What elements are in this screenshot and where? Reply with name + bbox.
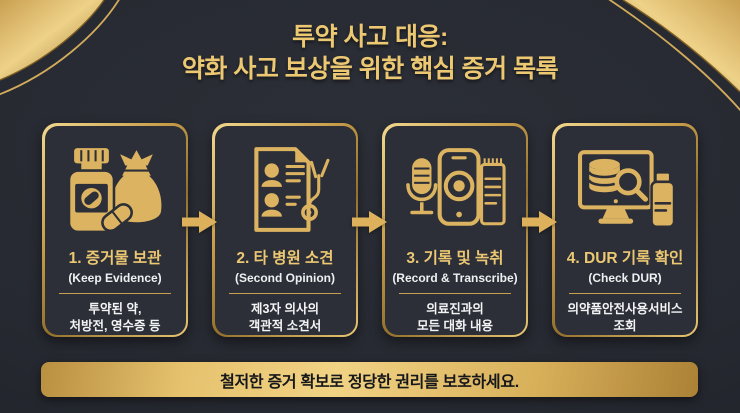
card-divider bbox=[229, 293, 341, 294]
card-subtitle-english: (Second Opinion) bbox=[235, 271, 335, 285]
card-subtitle-english: (Keep Evidence) bbox=[68, 271, 162, 285]
evidence-card-record-transcribe: 3. 기록 및 녹취 (Record & Transcribe) 의료진과의 모… bbox=[382, 123, 528, 337]
title-line-1: 투약 사고 대응: bbox=[292, 23, 448, 51]
evidence-card-keep-evidence: 1. 증거물 보관 (Keep Evidence) 투약된 약, 처방전, 영수… bbox=[42, 123, 188, 337]
card-description-line-2: 객관적 소견서 bbox=[248, 318, 322, 333]
card-subtitle-english: (Check DUR) bbox=[588, 271, 662, 285]
card-description: 의료진과의 모든 대화 내용 bbox=[417, 301, 493, 335]
card-description-line-1: 제3자 의사의 bbox=[251, 302, 319, 316]
footer-banner: 철저한 증거 확보로 정당한 권리를 보호하세요. bbox=[41, 362, 698, 397]
card-surface: 1. 증거물 보관 (Keep Evidence) 투약된 약, 처방전, 영수… bbox=[44, 125, 186, 335]
card-description-line-2: 처방전, 영수증 등 bbox=[69, 318, 161, 333]
monitor-database-magnifier-icon bbox=[573, 140, 677, 242]
evidence-card-check-dur: 4. DUR 기록 확인 (Check DUR) 의약품안전사용서비스 조회 bbox=[552, 123, 698, 337]
card-divider bbox=[569, 293, 681, 294]
flow-arrow-icon bbox=[522, 211, 557, 233]
evidence-steps-row: 1. 증거물 보관 (Keep Evidence) 투약된 약, 처방전, 영수… bbox=[42, 123, 698, 337]
footer-banner-message: 철저한 증거 확보로 정당한 권리를 보호하세요. bbox=[220, 373, 519, 391]
card-description: 투약된 약, 처방전, 영수증 등 bbox=[70, 301, 161, 335]
card-title: 1. 증거물 보관 bbox=[68, 250, 162, 267]
card-surface: 4. DUR 기록 확인 (Check DUR) 의약품안전사용서비스 조회 bbox=[554, 125, 696, 335]
card-description: 제3자 의사의 객관적 소견서 bbox=[249, 301, 321, 335]
doctor-report-stethoscope-icon bbox=[233, 140, 337, 242]
page-title: 투약 사고 대응: 약화 사고 보상을 위한 핵심 증거 목록 bbox=[0, 21, 740, 85]
flow-arrow-icon bbox=[352, 211, 387, 233]
card-title: 2. 타 병원 소견 bbox=[236, 250, 334, 267]
card-surface: 3. 기록 및 녹취 (Record & Transcribe) 의료진과의 모… bbox=[384, 125, 526, 335]
card-title: 4. DUR 기록 확인 bbox=[566, 250, 684, 267]
flow-arrow-icon bbox=[182, 211, 217, 233]
pill-bottle-pouch-icon bbox=[63, 140, 167, 242]
card-divider bbox=[399, 293, 511, 294]
title-line-2: 약화 사고 보상을 위한 핵심 증거 목록 bbox=[181, 55, 559, 83]
card-description-line-2: 조회 bbox=[613, 318, 637, 333]
card-subtitle-english: (Record & Transcribe) bbox=[392, 271, 518, 285]
evidence-card-second-opinion: 2. 타 병원 소견 (Second Opinion) 제3자 의사의 객관적 … bbox=[212, 123, 358, 337]
card-description-line-1: 투약된 약, bbox=[88, 302, 142, 316]
card-description-line-1: 의료진과의 bbox=[426, 302, 484, 316]
card-divider bbox=[59, 293, 171, 294]
card-description-line-1: 의약품안전사용서비스 bbox=[567, 302, 683, 316]
card-title: 3. 기록 및 녹취 bbox=[406, 250, 504, 267]
card-description-line-2: 모든 대화 내용 bbox=[417, 318, 493, 333]
microphone-phone-notepad-icon bbox=[403, 140, 507, 242]
card-description: 의약품안전사용서비스 조회 bbox=[567, 301, 682, 335]
card-surface: 2. 타 병원 소견 (Second Opinion) 제3자 의사의 객관적 … bbox=[214, 125, 356, 335]
